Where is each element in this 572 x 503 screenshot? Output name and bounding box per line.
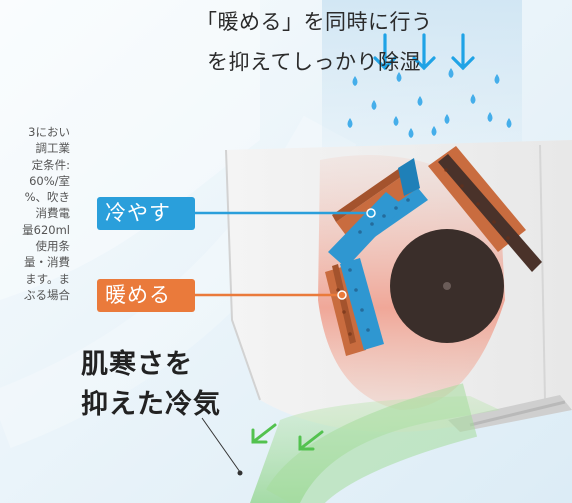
- down-arrow-icon: [373, 33, 475, 71]
- footnote-line: 量620ml: [22, 222, 70, 237]
- headline-line-2: を抑えてしっかり除湿: [207, 50, 421, 74]
- footnote-line: 使用条: [35, 239, 71, 254]
- diagonal-arrow-icon: [251, 423, 324, 451]
- footnote-line: ます。ま: [25, 271, 70, 286]
- footnote-line: 量・消費: [24, 255, 70, 270]
- cool-heat-exchanger: [328, 158, 428, 350]
- cold-air-caption-line-1: 肌寒さを: [81, 349, 193, 380]
- footnote: 3におい 調工業 定条件: 60%/室 %、吹き 消費電 量620ml 使用条 …: [0, 124, 70, 303]
- footnote-line: 調工業: [35, 141, 71, 156]
- footnote-line: 3におい: [28, 125, 70, 139]
- warm-label: 暖める: [97, 279, 195, 312]
- headline-line-1: 「暖める」を同時に行う: [196, 10, 433, 34]
- footnote-line: 定条件:: [31, 157, 70, 172]
- footnote-line: 60%/室: [29, 173, 70, 188]
- cold-air-pointer-line: [201, 417, 241, 473]
- cold-air-caption: 肌寒さを 抑えた冷気: [81, 345, 221, 425]
- footnote-line: 消費電: [35, 206, 71, 221]
- cool-label: 冷やす: [97, 197, 195, 230]
- fan-icon: [390, 229, 504, 343]
- footnote-line: ぶる場合: [24, 287, 70, 302]
- water-drop-icon: [347, 68, 512, 138]
- footnote-line: %、吹き: [24, 190, 70, 205]
- cold-air-caption-line-2: 抑えた冷気: [81, 389, 221, 420]
